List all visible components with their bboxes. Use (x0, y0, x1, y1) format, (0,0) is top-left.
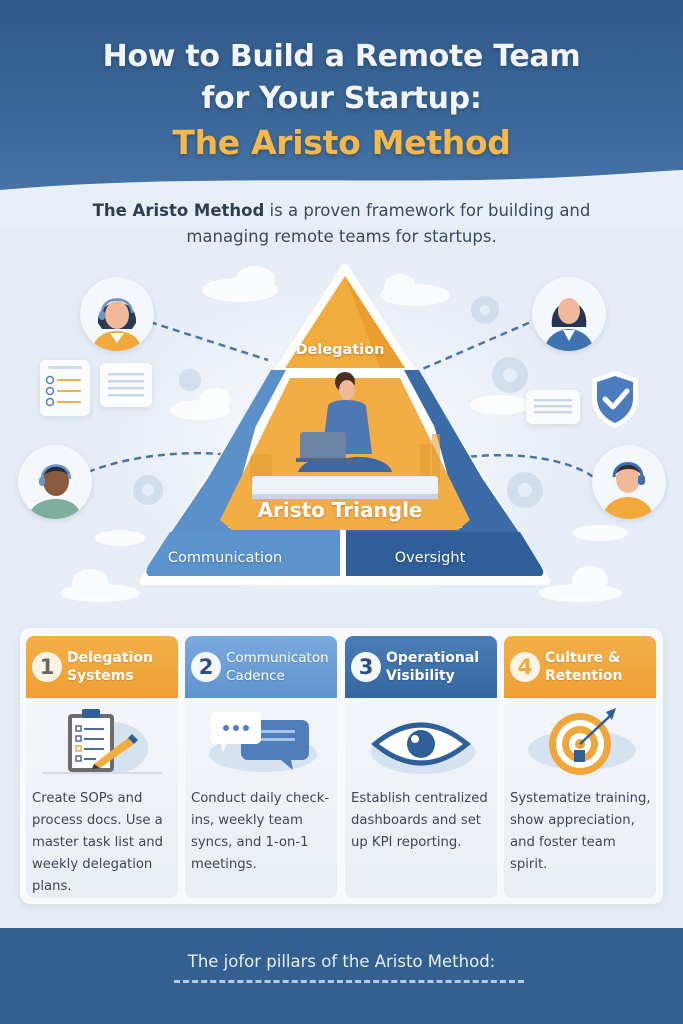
triangle-scene: Delegation Aristo Triangle Communication… (0, 250, 683, 620)
pillar-1-title-line1: Delegation (67, 650, 153, 666)
pillar-3-number: 3 (351, 652, 381, 682)
aristo-triangle (140, 264, 550, 585)
page-title: How to Build a Remote Team for Your Star… (0, 36, 683, 164)
header-banner (0, 0, 683, 200)
pillar-3-body: Establish centralized dashboards and set… (345, 698, 497, 898)
pillar-4-header: 4 Culture & Retention (504, 636, 656, 698)
pillar-2-title-line2: Cadence (226, 668, 285, 684)
pillar-4-title-line1: Culture & (545, 650, 621, 666)
clipboard-pencil-icon (42, 709, 162, 774)
avatar-headset-woman (80, 277, 154, 351)
pillar-4-title: Culture & Retention (545, 649, 623, 685)
avatar-businesswoman (532, 277, 606, 351)
pillar-2-number: 2 (191, 652, 221, 682)
pillar-1-body: Create SOPs and process docs. Use a mast… (26, 698, 178, 898)
title-accent: The Aristo Method (172, 123, 511, 162)
pillar-1-number: 1 (32, 652, 62, 682)
avatar-headset-man (18, 445, 92, 519)
triangle-center-label: Aristo Triangle (257, 498, 423, 522)
avatar-headset-support (592, 445, 666, 519)
pillar-4-body: Systematize training, show appreciation,… (504, 698, 656, 898)
intro-bold: The Aristo Method (92, 201, 265, 220)
pillar-1-title-line2: Systems (67, 668, 134, 684)
triangle-left-label: Communication (167, 550, 283, 566)
chat-bubble-right (526, 390, 580, 424)
scene-decorations (60, 266, 628, 602)
pillar-4-title-line2: Retention (545, 668, 623, 684)
intro-text: The Aristo Method is a proven framework … (60, 198, 623, 250)
pillar-2-body: Conduct daily check-ins, weekly team syn… (185, 698, 337, 898)
pillar-4: 4 Culture & Retention Systematize trainin… (504, 636, 656, 898)
footer-banner: The jofor pillars of the Aristo Method: (0, 928, 683, 1024)
checklist-card (40, 360, 90, 416)
pillar-1-text: Create SOPs and process docs. Use a mast… (32, 791, 164, 894)
header-wave-divider (0, 170, 683, 228)
title-line-1: How to Build a Remote Team (102, 39, 581, 74)
footer-dashed-divider (174, 980, 524, 983)
chat-bubbles-icon (209, 712, 317, 772)
pillar-3-title-line1: Operational (386, 650, 480, 666)
target-arrow-icon (528, 708, 636, 775)
pillar-4-text: Systematize training, show appreciation,… (510, 791, 651, 872)
footer-text: The jofor pillars of the Aristo Method: (187, 952, 496, 971)
triangle-top-label: Delegation (295, 342, 385, 358)
pillar-4-number: 4 (510, 652, 540, 682)
shield-check-icon (588, 368, 642, 430)
title-line-2: for Your Startup: (201, 81, 482, 116)
pillar-3-text: Establish centralized dashboards and set… (351, 791, 488, 850)
eye-icon (371, 722, 475, 774)
intro-rest: is a proven framework for building and m… (186, 201, 591, 246)
pillar-2-text: Conduct daily check-ins, weekly team syn… (191, 791, 330, 872)
chat-bubble-left (100, 363, 152, 407)
pillar-2-title-line1: Communicaton (226, 650, 329, 666)
triangle-right-label: Oversight (394, 550, 466, 566)
pillar-3-title-line2: Visibility (386, 668, 455, 684)
